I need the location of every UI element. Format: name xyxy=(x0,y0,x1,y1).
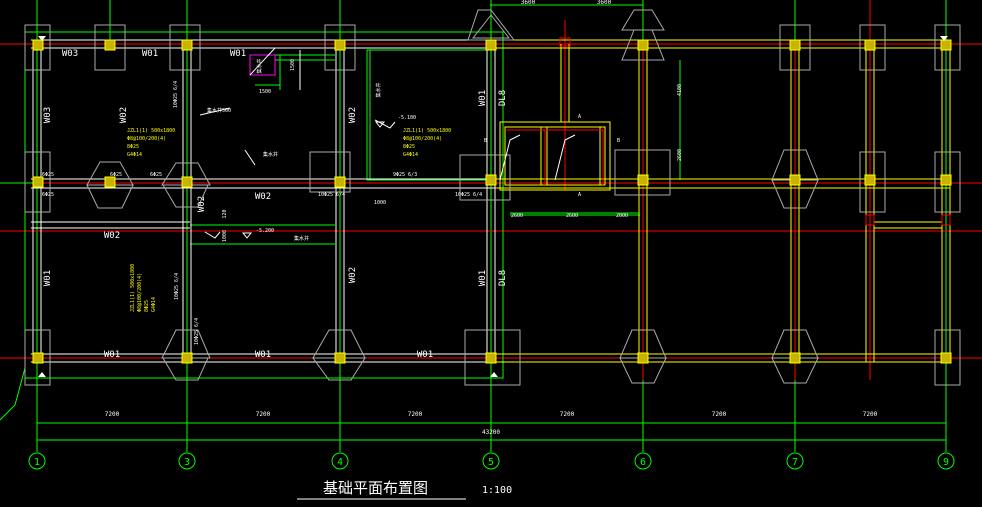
dim-span-5: 7200 xyxy=(712,411,727,418)
dim-1500-b: 1500 xyxy=(290,59,296,71)
axis-label-6: 6 xyxy=(640,457,646,468)
dim-span-1: 7200 xyxy=(105,411,120,418)
drawing-scale: 1:100 xyxy=(482,485,512,496)
dim-span-6: 7200 xyxy=(863,411,878,418)
note-jishui-1: 集水井 xyxy=(256,58,263,73)
axis-labels: 1 3 4 5 6 7 9 xyxy=(34,457,949,468)
label-w01-bot-c: W01 xyxy=(417,350,433,360)
dim-1000-b: 1000 xyxy=(222,230,228,242)
rebar-tag-3: 6Φ25 xyxy=(150,172,162,178)
dim-span-2: 7200 xyxy=(256,411,271,418)
axis-label-1: 1 xyxy=(34,457,40,468)
elevation-2: -5.200 xyxy=(256,228,274,234)
dim-4100: 4100 xyxy=(677,84,683,96)
green-outline xyxy=(0,31,681,421)
note-yellow-2a: JZL1(1) 500x1800 xyxy=(403,128,451,134)
dim-total: 43200 xyxy=(482,429,500,436)
dim-1000-a: 1000 xyxy=(374,200,386,206)
label-w01-v5: W01 xyxy=(478,90,488,106)
note-jishui-2: 集水井 xyxy=(375,82,382,97)
dim-top-2: 3600 xyxy=(597,0,612,6)
note-yellow-3a: JZL1(1) 500x1800 xyxy=(130,264,136,312)
label-w01-top-a: W01 xyxy=(142,49,158,59)
label-w02-left-h: W02 xyxy=(104,231,120,241)
label-w01-v5b: W01 xyxy=(478,270,488,286)
note-yellow-3c: 8Φ25 xyxy=(144,300,150,312)
section-mark-b2: B xyxy=(617,138,620,144)
rebar-tag-8: 10Φ25 6/4 xyxy=(173,81,179,108)
label-w02-v2: W02 xyxy=(348,107,358,123)
leader-lines xyxy=(199,107,576,239)
label-w03-left: W03 xyxy=(43,107,53,123)
note-yellow-1b: Φ8@100/200(4) xyxy=(127,136,166,142)
label-w01-bot-b: W01 xyxy=(255,350,271,360)
section-mark-b1: B xyxy=(484,138,487,144)
axis-label-9: 9 xyxy=(943,457,949,468)
label-w02-v4b: W02 xyxy=(348,267,358,283)
span-dimensions: 7200 7200 7200 7200 7200 7200 43200 3600… xyxy=(105,0,878,436)
label-w02-v1: W02 xyxy=(119,107,129,123)
dimension-lines xyxy=(37,4,946,441)
rebar-tag-2: 6Φ25 xyxy=(110,172,122,178)
rebar-tag-9: 10Φ25 6/4 xyxy=(174,273,180,300)
axis-label-4: 4 xyxy=(337,457,343,468)
label-w02-mid-v: W02 xyxy=(197,196,207,212)
dim-span-3: 7200 xyxy=(408,411,423,418)
section-mark-a1: A xyxy=(578,114,581,120)
note-jishui-3: 集水井 xyxy=(263,151,278,158)
elevation-1: -5.100 xyxy=(398,115,416,121)
rebar-tag-4: 6Φ25 xyxy=(42,192,54,198)
note-jishui-column: 集水井500 xyxy=(207,107,231,114)
pile-caps xyxy=(24,9,961,386)
note-yellow-1c: 8Φ25 xyxy=(127,144,139,150)
label-dl8-top: DL8 xyxy=(498,90,508,106)
label-w03-top: W03 xyxy=(62,49,78,59)
beam-labels: W03 W01 W01 W03 W02 W02 W01 DL8 W02 W02 … xyxy=(43,49,508,360)
dim-120: 120 xyxy=(222,209,228,218)
note-yellow-1a: JZL1(1) 500x1800 xyxy=(127,128,175,134)
rebar-tag-6: 10Φ25 6/4 xyxy=(455,192,482,198)
axis-label-5: 5 xyxy=(488,457,494,468)
axis-bubbles xyxy=(28,452,955,470)
axis-label-7: 7 xyxy=(792,457,798,468)
dim-span-4: 7200 xyxy=(560,411,575,418)
rebar-tag-7: 9Φ25 6/3 xyxy=(393,172,417,178)
sump-detail xyxy=(249,47,281,90)
yellow-beams xyxy=(495,39,951,363)
corner-markers xyxy=(38,36,948,377)
drawing-title: 基础平面布置图 xyxy=(323,479,428,497)
dim-1500-a: 1500 xyxy=(259,89,271,95)
label-w01-bot-a: W01 xyxy=(104,350,120,360)
note-yellow-2b: Φ8@100/200(4) xyxy=(403,136,442,142)
axis-label-3: 3 xyxy=(184,457,190,468)
rebar-tag-10: 10Φ25 6/4 xyxy=(194,318,200,345)
columns xyxy=(32,39,952,364)
rebar-tag-1: 6Φ25 xyxy=(42,172,54,178)
dim-2000: 2000 xyxy=(616,213,628,219)
dim-2600-b: 2600 xyxy=(566,213,578,219)
dim-top-1: 3600 xyxy=(521,0,536,6)
label-w02-mid-h: W02 xyxy=(255,192,271,202)
rebar-tags: 6Φ25 6Φ25 6Φ25 6Φ25 10Φ25 6/4 10Φ25 6/4 … xyxy=(42,81,482,345)
section-marks: A A B B xyxy=(484,114,620,198)
elevation-marks: -5.100 -5.200 xyxy=(241,115,416,239)
note-yellow-3d: G4Φ14 xyxy=(151,297,157,312)
note-yellow-2d: G4Φ14 xyxy=(403,152,418,158)
dim-2600-v: 2600 xyxy=(677,149,683,161)
label-w01-top-b: W01 xyxy=(230,49,246,59)
note-yellow-1d: G4Φ14 xyxy=(127,152,142,158)
dim-2600-a: 2600 xyxy=(511,213,523,219)
red-accents xyxy=(505,37,951,226)
section-mark-a2: A xyxy=(578,192,581,198)
note-yellow-2c: 8Φ25 xyxy=(403,144,415,150)
note-jishui-4: 集水井 xyxy=(294,235,309,242)
notes: 集水井 集水井 集水井 集水井 集水井500 JZL1(1) 500x1800 … xyxy=(127,58,451,312)
label-w01-left-v: W01 xyxy=(43,270,53,286)
note-yellow-3b: Φ8@100/200(4) xyxy=(137,273,143,312)
rebar-tag-5: 10Φ25 6/4 xyxy=(318,192,345,198)
label-dl8-bot: DL8 xyxy=(498,270,508,286)
misc-dimensions: 1500 1500 2600 2600 2000 2600 1000 1000 … xyxy=(222,59,683,242)
